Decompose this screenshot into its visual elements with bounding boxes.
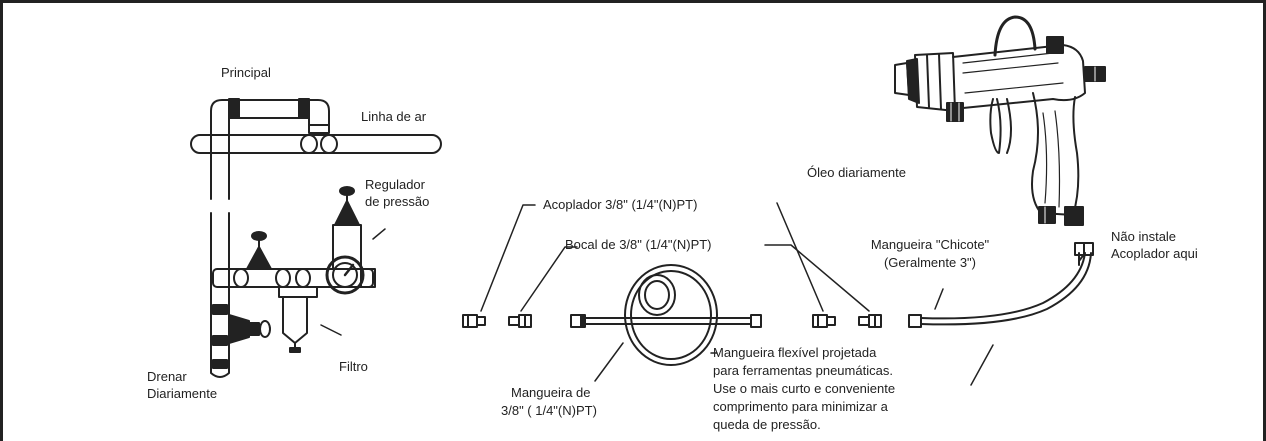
- label-mangueira-38-line1: Mangueira de: [511, 385, 591, 400]
- label-oleo-diariamente: Óleo diariamente: [807, 165, 906, 180]
- label-bocal: Bocal de 3/8" (1/4"(N)PT): [565, 237, 712, 252]
- spray-gun: [894, 15, 1106, 226]
- label-flex-line4: comprimento para minimizar a: [713, 399, 888, 414]
- label-mangueira-38-line2: 3/8" ( 1/4"(N)PT): [501, 403, 597, 418]
- label-drenar-line2: Diariamente: [147, 386, 218, 401]
- label-regulador-line1: Regulador: [365, 177, 425, 192]
- label-acoplador: Acoplador 3/8" (1/4"(N)PT): [543, 197, 698, 212]
- diagram-artwork: [190, 15, 1106, 386]
- label-flex-line5: queda de pressão.: [713, 417, 821, 432]
- label-nao-instale-line1: Não instale: [1111, 229, 1177, 244]
- leader-lines-left: [320, 228, 386, 336]
- regulator-filter-assembly: [212, 186, 376, 353]
- label-mangueira-chicote-line2: (Geralmente 3"): [883, 255, 977, 270]
- label-linha-de-ar: Linha de ar: [361, 109, 427, 124]
- label-drenar-line1: Drenar: [147, 369, 187, 384]
- label-nao-instale-line2: Acoplador aqui: [1111, 246, 1198, 261]
- label-filtro: Filtro: [339, 359, 368, 374]
- label-mangueira-chicote-line1: Mangueira "Chicote": [870, 237, 990, 252]
- label-flex-line3: Use o mais curto e conveniente: [713, 381, 896, 396]
- label-principal: Principal: [221, 65, 271, 80]
- label-flex-line1: Mangueira flexível projetada: [713, 345, 877, 360]
- leader-lines-right: [480, 202, 994, 386]
- drain-leg: [210, 212, 271, 378]
- label-regulador-line2: de pressão: [365, 194, 430, 209]
- label-flex-line2: para ferramentas pneumáticas.: [713, 363, 893, 378]
- coupler-and-hose-set: [462, 242, 1094, 366]
- main-air-pipe: [190, 98, 442, 200]
